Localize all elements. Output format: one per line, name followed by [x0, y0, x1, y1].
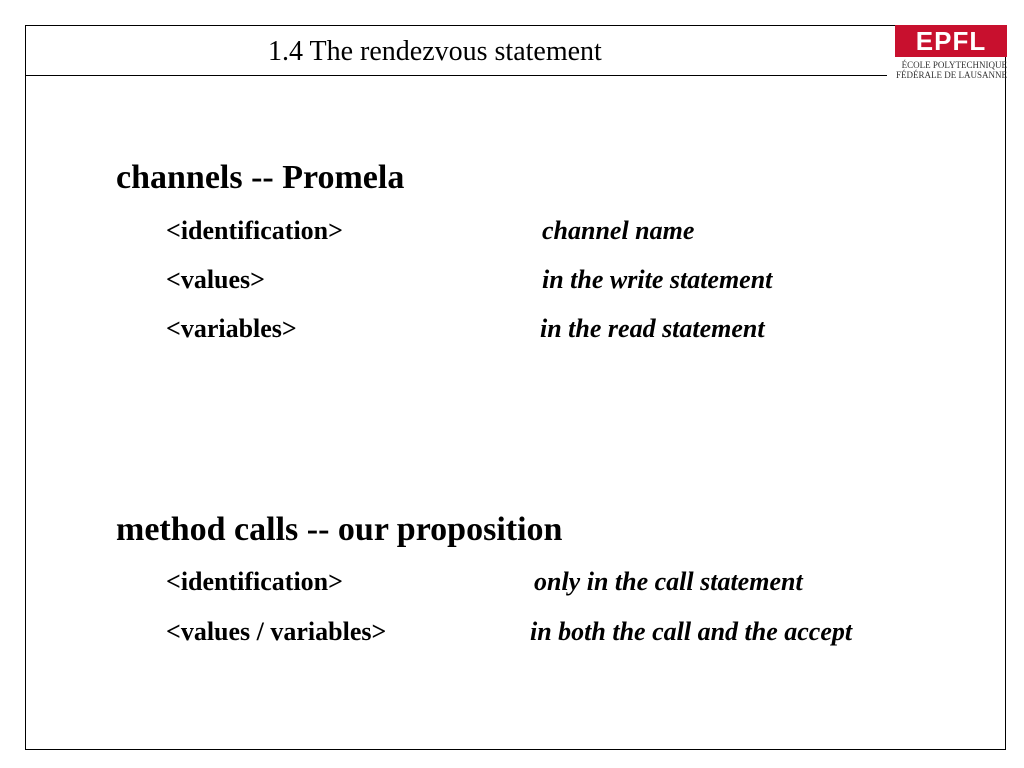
item-term: <identification>: [166, 567, 343, 596]
item-description: in the read statement: [540, 314, 765, 343]
item-description: in the write statement: [542, 265, 773, 294]
item-description: in both the call and the accept: [530, 617, 853, 646]
item-term: <values>: [166, 265, 265, 294]
section-heading: channels -- Promela: [116, 159, 405, 196]
logo-wordmark: EPFL: [915, 25, 987, 56]
section-channels: channels -- Promela: [116, 158, 404, 198]
logo-red-block: [895, 25, 1007, 57]
logo-line-2: FÉDÉRALE DE LAUSANNE: [896, 70, 1007, 80]
item-term: <variables>: [166, 314, 297, 343]
header-divider: [25, 75, 887, 76]
section-method-calls: method calls -- our proposition: [116, 510, 562, 550]
epfl-logo: EPFL ÉCOLE POLYTECHNIQUE FÉDÉRALE DE LAU…: [895, 25, 1007, 85]
slide-frame: [25, 25, 1006, 750]
slide-title: 1.4 The rendezvous statement: [268, 36, 602, 67]
item-description: channel name: [542, 216, 695, 245]
section-heading: method calls -- our proposition: [116, 511, 563, 548]
item-term: <identification>: [166, 216, 343, 245]
logo-line-1: ÉCOLE POLYTECHNIQUE: [901, 60, 1007, 70]
item-description: only in the call statement: [534, 567, 803, 596]
item-term: <values / variables>: [166, 617, 387, 646]
